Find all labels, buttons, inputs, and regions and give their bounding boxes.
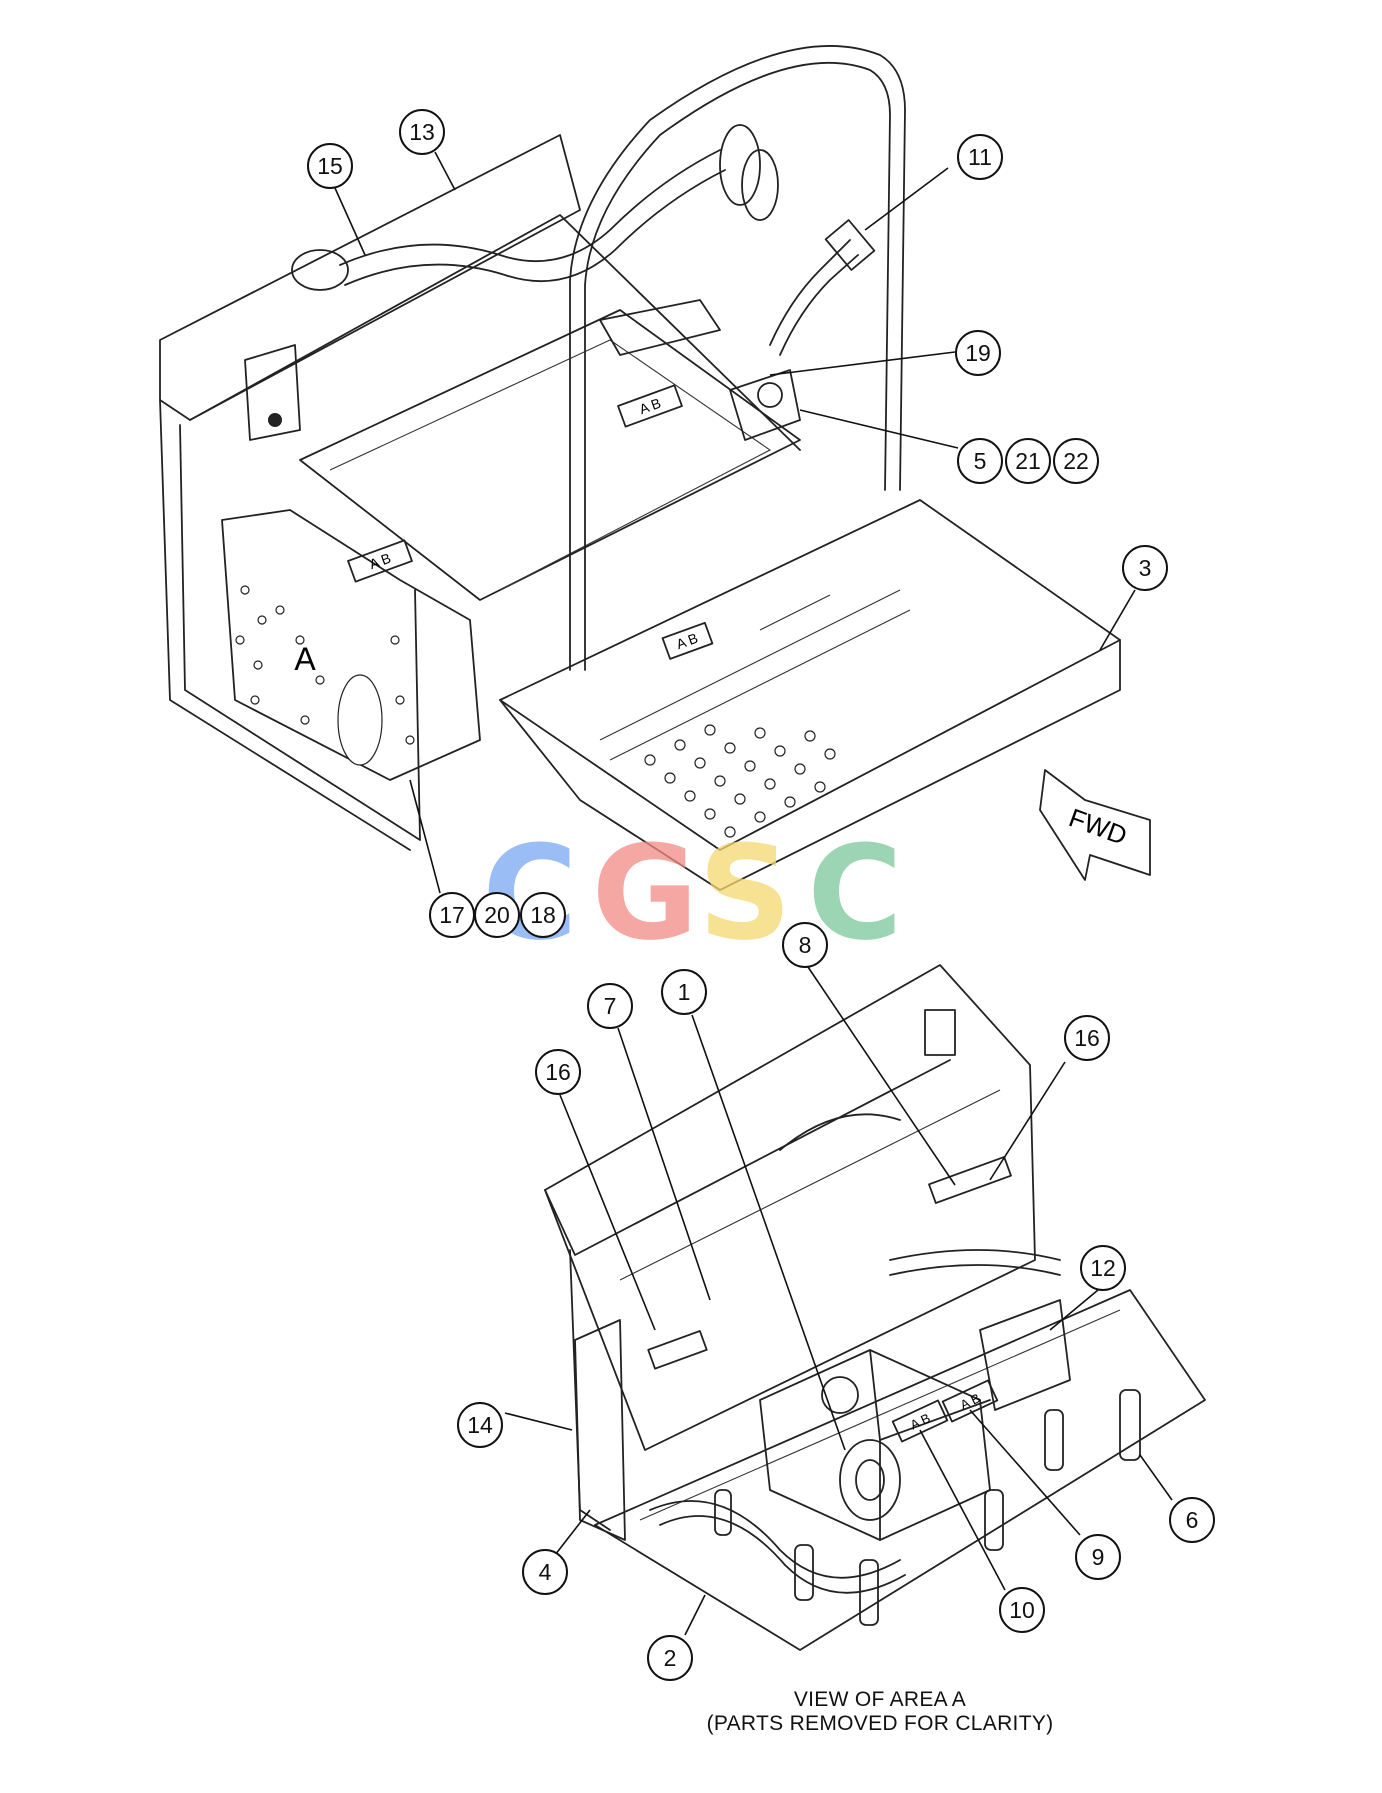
electrical-connector <box>924 1009 956 1056</box>
callout-7: 7 <box>587 983 633 1029</box>
leader-lines <box>334 151 1173 1636</box>
watermark-letter-s: S <box>698 817 792 969</box>
decal-upper-1: A B <box>347 539 413 583</box>
svg-text:19: 19 <box>965 340 991 366</box>
svg-text:1: 1 <box>678 979 691 1005</box>
svg-text:A B: A B <box>674 630 700 652</box>
upper-assembly: A B A B A B A <box>159 45 1121 891</box>
decal-detail-3: A B <box>891 1399 949 1443</box>
svg-text:7: 7 <box>604 993 617 1019</box>
decal-detail-1 <box>647 1330 708 1370</box>
callout-15: 15 <box>307 143 353 189</box>
decal-upper-2: A B <box>617 384 683 428</box>
callout-2: 2 <box>647 1635 693 1681</box>
decal-upper-3: A B <box>661 621 714 660</box>
callout-21: 21 <box>1005 438 1051 484</box>
svg-text:2: 2 <box>664 1645 677 1671</box>
side-plate <box>221 509 481 781</box>
area-a-label: A <box>294 641 316 677</box>
callout-3: 3 <box>1122 545 1168 591</box>
svg-text:A B: A B <box>637 395 663 417</box>
svg-text:12: 12 <box>1090 1255 1116 1281</box>
svg-text:4: 4 <box>539 1559 552 1585</box>
callout-12: 12 <box>1080 1245 1126 1291</box>
svg-text:14: 14 <box>467 1412 493 1438</box>
callout-16-left: 16 <box>535 1049 581 1095</box>
svg-text:10: 10 <box>1009 1597 1035 1623</box>
callout-1: 1 <box>661 969 707 1015</box>
caption-line-1: VIEW OF AREA A <box>793 1688 967 1711</box>
callout-5: 5 <box>957 438 1003 484</box>
svg-text:17: 17 <box>439 902 465 928</box>
forward-arrow: FWD <box>1039 769 1151 881</box>
svg-text:16: 16 <box>1074 1025 1100 1051</box>
callout-22: 22 <box>1053 438 1099 484</box>
footrest-holes <box>644 724 836 838</box>
callout-6: 6 <box>1169 1497 1215 1543</box>
valve-cap <box>821 1376 859 1414</box>
side-plate-detail <box>574 1319 626 1541</box>
control-valve <box>759 1349 991 1541</box>
footrest <box>499 499 1121 891</box>
svg-text:18: 18 <box>530 902 556 928</box>
decal-detail-2 <box>928 1156 1012 1204</box>
fitting-cluster <box>291 249 349 291</box>
svg-text:20: 20 <box>484 902 510 928</box>
side-plate-slot <box>337 674 383 766</box>
svg-text:6: 6 <box>1186 1507 1199 1533</box>
svg-text:8: 8 <box>799 932 812 958</box>
callout-19: 19 <box>955 330 1001 376</box>
hydraulic-hose <box>339 149 721 266</box>
callout-8: 8 <box>782 922 828 968</box>
svg-text:16: 16 <box>545 1059 571 1085</box>
back-panel <box>544 964 1036 1451</box>
svg-text:13: 13 <box>409 119 435 145</box>
callout-10: 10 <box>999 1587 1045 1633</box>
roll-bar <box>569 45 906 671</box>
callout-4: 4 <box>522 1549 568 1595</box>
watermark-letter-g: G <box>592 817 699 969</box>
svg-text:21: 21 <box>1015 448 1041 474</box>
callout-18: 18 <box>520 892 566 938</box>
base-plate <box>594 1289 1206 1651</box>
callout-13: 13 <box>399 109 445 155</box>
caption-line-2: (PARTS REMOVED FOR CLARITY) <box>706 1712 1054 1735</box>
wiring <box>779 1113 901 1151</box>
valve-block <box>729 369 801 441</box>
control-knob <box>839 1439 901 1521</box>
callout-11: 11 <box>957 134 1003 180</box>
svg-text:11: 11 <box>968 144 992 170</box>
callout-9: 9 <box>1075 1534 1121 1580</box>
callout-14: 14 <box>457 1402 503 1448</box>
callout-17: 17 <box>429 892 475 938</box>
frame-housing <box>159 134 581 421</box>
svg-text:9: 9 <box>1092 1544 1105 1570</box>
callout-20: 20 <box>474 892 520 938</box>
svg-text:15: 15 <box>317 153 343 179</box>
view-caption: VIEW OF AREA A (PARTS REMOVED FOR CLARIT… <box>580 1688 1180 1736</box>
svg-text:FWD: FWD <box>1065 802 1131 850</box>
mount-post <box>1119 1389 1141 1461</box>
svg-text:3: 3 <box>1139 555 1152 581</box>
callout-16-right: 16 <box>1064 1015 1110 1061</box>
svg-text:5: 5 <box>974 448 987 474</box>
quick-coupler <box>824 219 876 271</box>
svg-text:22: 22 <box>1063 448 1089 474</box>
svg-text:A B: A B <box>367 550 393 572</box>
